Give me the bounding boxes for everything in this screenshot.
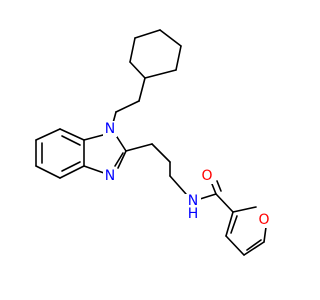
bond xyxy=(215,193,234,213)
atom-n-amide: N H xyxy=(185,193,201,222)
ethyl-linker xyxy=(112,77,146,124)
bond xyxy=(159,29,182,47)
bond xyxy=(117,150,127,169)
bond xyxy=(61,161,81,172)
atom-label-furan-o: O xyxy=(258,212,269,228)
atom-n-imine: N xyxy=(103,168,117,184)
atom-label-amide-n: N xyxy=(188,193,198,209)
bond xyxy=(144,69,177,79)
bond xyxy=(83,134,104,141)
atom-n-ring: N xyxy=(103,121,117,137)
bond xyxy=(129,61,146,79)
atom-o-carbonyl: O xyxy=(200,168,215,184)
imidazole-ring xyxy=(83,134,127,174)
benzene-ring xyxy=(35,128,85,179)
bond xyxy=(199,193,217,200)
bond xyxy=(59,128,85,141)
bond xyxy=(211,183,217,195)
atom-o-furan: O xyxy=(257,212,272,228)
atom-label-carbonyl-o: O xyxy=(201,168,212,184)
bond xyxy=(216,180,222,192)
bond xyxy=(225,235,245,256)
bond xyxy=(125,143,153,152)
bond xyxy=(232,206,257,213)
atom-label-n1: N xyxy=(105,121,115,137)
bond xyxy=(169,175,187,195)
amide-group xyxy=(199,180,234,213)
bond xyxy=(246,239,262,251)
bond xyxy=(35,165,61,179)
bond xyxy=(151,143,171,163)
bond xyxy=(83,165,105,174)
furan-ring xyxy=(225,206,267,256)
bond xyxy=(59,165,85,179)
bond xyxy=(114,152,124,167)
bond xyxy=(230,215,238,234)
atom-label-n3: N xyxy=(105,168,115,184)
bond xyxy=(61,135,81,146)
molecule-structure: N N N H O O xyxy=(35,29,272,256)
bond xyxy=(263,226,267,243)
bond xyxy=(35,128,61,141)
bond xyxy=(175,45,182,71)
bond xyxy=(243,241,265,256)
bond xyxy=(138,77,146,102)
bond xyxy=(225,211,234,237)
bond xyxy=(115,100,140,113)
bond xyxy=(129,37,136,63)
cyclohexane-ring xyxy=(129,29,182,79)
atom-label-amide-h: H xyxy=(188,206,199,222)
bond xyxy=(116,136,127,152)
bond xyxy=(134,29,161,39)
propyl-chain xyxy=(125,143,187,195)
